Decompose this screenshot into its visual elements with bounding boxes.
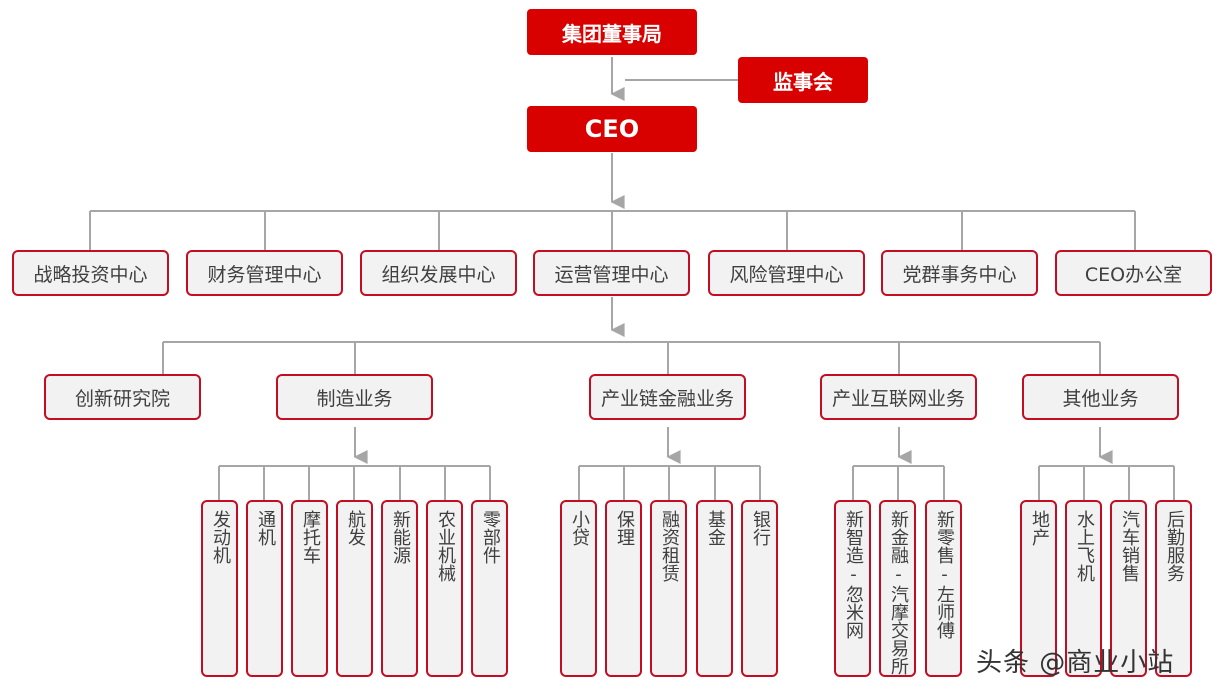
- sub-real-estate: 地产: [1020, 500, 1057, 677]
- sub-label: 汽车销售: [1118, 510, 1140, 582]
- center-strategy: 战略投资中心: [12, 250, 169, 296]
- sub-label: 发动机: [209, 510, 231, 564]
- sub-seaplane: 水上飞机: [1065, 500, 1102, 677]
- center-label: CEO办公室: [1084, 263, 1183, 286]
- supervisors-label: 监事会: [773, 69, 833, 94]
- sub-engine: 发动机: [201, 500, 238, 677]
- sub-label: 融资租赁: [658, 510, 680, 582]
- sub-logistics: 后勤服务: [1155, 500, 1192, 677]
- unit-industrial-internet: 产业互联网业务: [820, 374, 977, 420]
- supervisors-node: 监事会: [738, 57, 868, 103]
- unit-innovation: 创新研究院: [44, 374, 201, 420]
- sub-microloan: 小贷: [560, 500, 597, 677]
- center-label: 风险管理中心: [729, 263, 844, 286]
- center-label: 运营管理中心: [554, 263, 669, 286]
- sub-label: 零部件: [479, 510, 501, 564]
- sub-label: 小贷: [568, 510, 590, 546]
- sub-label: 通机: [254, 510, 276, 546]
- sub-factoring: 保理: [605, 500, 642, 677]
- sub-new-finance: 新金融-汽摩交易所: [879, 500, 916, 677]
- sub-bank: 银行: [741, 500, 778, 677]
- unit-label: 制造业务: [316, 387, 393, 410]
- unit-label: 创新研究院: [74, 387, 170, 410]
- sub-new-energy: 新能源: [381, 500, 418, 677]
- sub-new-retail: 新零售-左师傅: [925, 500, 962, 677]
- center-label: 党群事务中心: [902, 263, 1017, 286]
- watermark: 头条 @商业小站: [976, 648, 1175, 678]
- sub-label: 新能源: [389, 510, 411, 564]
- sub-label: 水上飞机: [1073, 510, 1095, 582]
- unit-supply-chain-finance: 产业链金融业务: [589, 374, 746, 420]
- board-label: 集团董事局: [562, 21, 662, 46]
- center-org: 组织发展中心: [360, 250, 517, 296]
- sub-label: 后勤服务: [1163, 510, 1185, 582]
- sub-smart-manufacturing: 新智造-忽米网: [834, 500, 871, 677]
- sub-motorcycle: 摩托车: [291, 500, 328, 677]
- sub-leasing: 融资租赁: [650, 500, 687, 677]
- center-party: 党群事务中心: [881, 250, 1038, 296]
- center-label: 战略投资中心: [33, 263, 148, 286]
- sub-label: 新智造-忽米网: [842, 510, 864, 639]
- ceo-node: CEO: [527, 106, 697, 152]
- center-label: 财务管理中心: [207, 263, 322, 286]
- board-node: 集团董事局: [527, 9, 697, 55]
- sub-label: 航发: [344, 510, 366, 546]
- sub-label: 基金: [704, 510, 726, 546]
- sub-label: 银行: [749, 510, 771, 546]
- sub-label: 地产: [1028, 510, 1050, 546]
- center-operations: 运营管理中心: [533, 250, 690, 296]
- unit-other: 其他业务: [1022, 374, 1179, 420]
- unit-label: 其他业务: [1062, 387, 1139, 410]
- sub-label: 农业机械: [434, 510, 456, 582]
- sub-aero-engine: 航发: [336, 500, 373, 677]
- center-label: 组织发展中心: [381, 263, 496, 286]
- center-ceo-office: CEO办公室: [1055, 250, 1212, 296]
- sub-label: 摩托车: [299, 510, 321, 564]
- ceo-label: CEO: [584, 115, 640, 143]
- center-risk: 风险管理中心: [708, 250, 865, 296]
- unit-manufacturing: 制造业务: [276, 374, 433, 420]
- sub-agri-machinery: 农业机械: [426, 500, 463, 677]
- sub-car-sales: 汽车销售: [1110, 500, 1147, 677]
- unit-label: 产业链金融业务: [600, 387, 734, 410]
- sub-label: 新零售-左师傅: [933, 510, 955, 639]
- sub-label: 保理: [613, 510, 635, 546]
- sub-fund: 基金: [696, 500, 733, 677]
- sub-label: 新金融-汽摩交易所: [887, 510, 909, 675]
- sub-parts: 零部件: [471, 500, 508, 677]
- unit-label: 产业互联网业务: [831, 387, 965, 410]
- sub-general-machinery: 通机: [246, 500, 283, 677]
- center-finance: 财务管理中心: [186, 250, 343, 296]
